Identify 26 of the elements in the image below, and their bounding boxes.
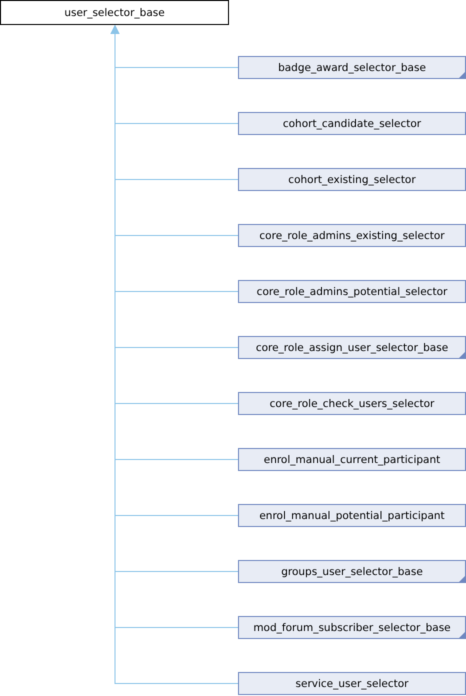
class-name: core_role_admins_existing_selector bbox=[259, 230, 445, 242]
class-name: enrol_manual_potential_participant bbox=[259, 510, 445, 522]
class-name: service_user_selector bbox=[296, 678, 408, 690]
class-box bbox=[238, 224, 466, 247]
class-box bbox=[238, 560, 466, 583]
class-name: cohort_existing_selector bbox=[288, 174, 416, 186]
class-name: core_role_admins_potential_selector bbox=[256, 286, 448, 298]
class-name: mod_forum_subscriber_selector_base bbox=[253, 622, 451, 634]
class-box bbox=[0, 0, 229, 25]
class-box bbox=[238, 336, 466, 359]
class-name: core_role_assign_user_selector_base bbox=[256, 342, 448, 354]
class-box bbox=[238, 672, 466, 695]
class-name: core_role_check_users_selector bbox=[270, 398, 434, 410]
class-box bbox=[238, 280, 466, 303]
class-box bbox=[238, 504, 466, 527]
class-box bbox=[238, 448, 466, 471]
class-name: badge_award_selector_base bbox=[278, 62, 426, 74]
class-box bbox=[238, 616, 466, 639]
class-box bbox=[238, 392, 466, 415]
class-name: enrol_manual_current_participant bbox=[264, 454, 440, 466]
class-box bbox=[238, 168, 466, 191]
class-box bbox=[238, 56, 466, 79]
class-name: user_selector_base bbox=[64, 6, 165, 18]
class-name: cohort_candidate_selector bbox=[282, 118, 422, 130]
class-name: groups_user_selector_base bbox=[281, 566, 423, 578]
class-box bbox=[238, 112, 466, 135]
